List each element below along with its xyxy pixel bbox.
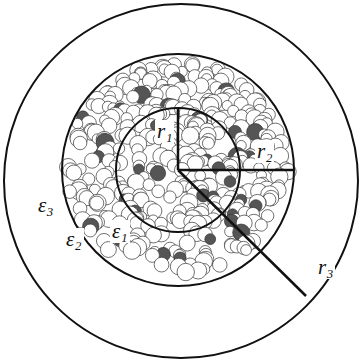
radius-line: [178, 169, 294, 172]
radius-label: r₂: [255, 140, 274, 163]
atom-sphere: [182, 127, 199, 144]
atom-sphere: [224, 176, 236, 188]
atom-sphere: [152, 185, 165, 198]
atom-sphere: [73, 136, 86, 149]
atom-sphere: [150, 166, 165, 181]
atom-sphere: [255, 219, 267, 231]
permittivity-label: ε₃: [36, 194, 56, 217]
atom-sphere: [84, 224, 97, 237]
atom-sphere: [89, 194, 106, 211]
atom-sphere: [127, 91, 140, 104]
radius-line: [177, 108, 180, 170]
atom-sphere: [100, 242, 116, 258]
atom-sphere: [177, 263, 194, 280]
radius-label: r₁: [155, 120, 174, 143]
atom-sphere: [241, 245, 252, 256]
radius-line: [178, 170, 306, 296]
radius-label: r₃: [316, 256, 335, 279]
atom-sphere: [164, 191, 176, 203]
atom-sphere: [90, 196, 104, 210]
permittivity-label: ε₁: [110, 220, 130, 243]
permittivity-label: ε₂: [64, 228, 84, 251]
atom-sphere: [85, 153, 100, 168]
atom-sphere: [123, 242, 141, 260]
atom-sphere: [66, 165, 81, 180]
atom-sphere: [154, 257, 169, 272]
outer-circle: [4, 4, 358, 358]
atom-sphere: [202, 137, 214, 149]
atom-sphere: [213, 258, 228, 273]
atom-sphere: [205, 234, 216, 245]
